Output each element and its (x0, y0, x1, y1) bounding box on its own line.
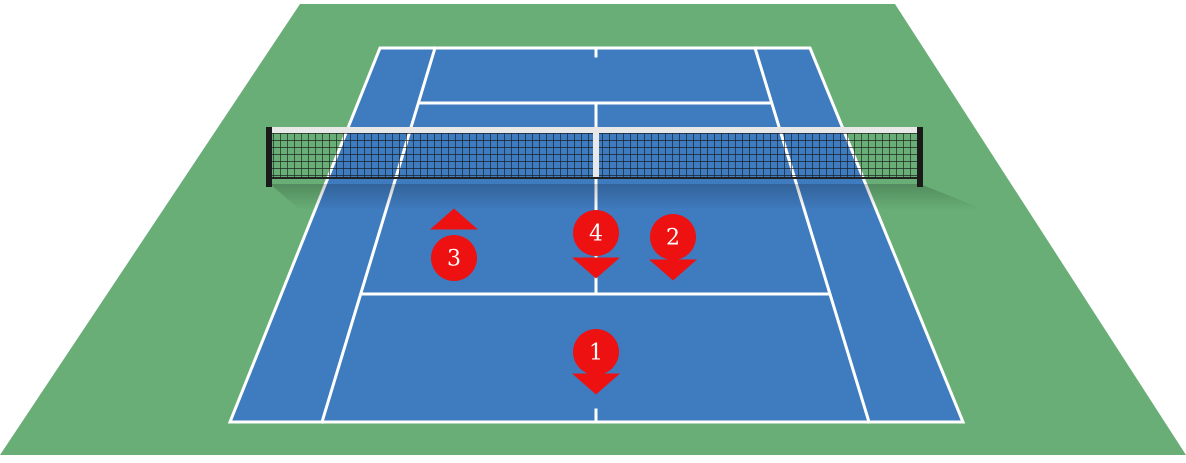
marker-label: 1 (589, 341, 603, 366)
marker-label: 2 (666, 226, 680, 251)
marker-label: 3 (447, 247, 461, 272)
net-shadow (270, 184, 985, 210)
tennis-net (266, 127, 923, 187)
left-net-post (266, 127, 272, 187)
net-center-strap (593, 130, 599, 178)
net-bottom-cord (270, 177, 920, 179)
marker-label: 4 (589, 222, 603, 247)
right-net-post (917, 127, 923, 187)
